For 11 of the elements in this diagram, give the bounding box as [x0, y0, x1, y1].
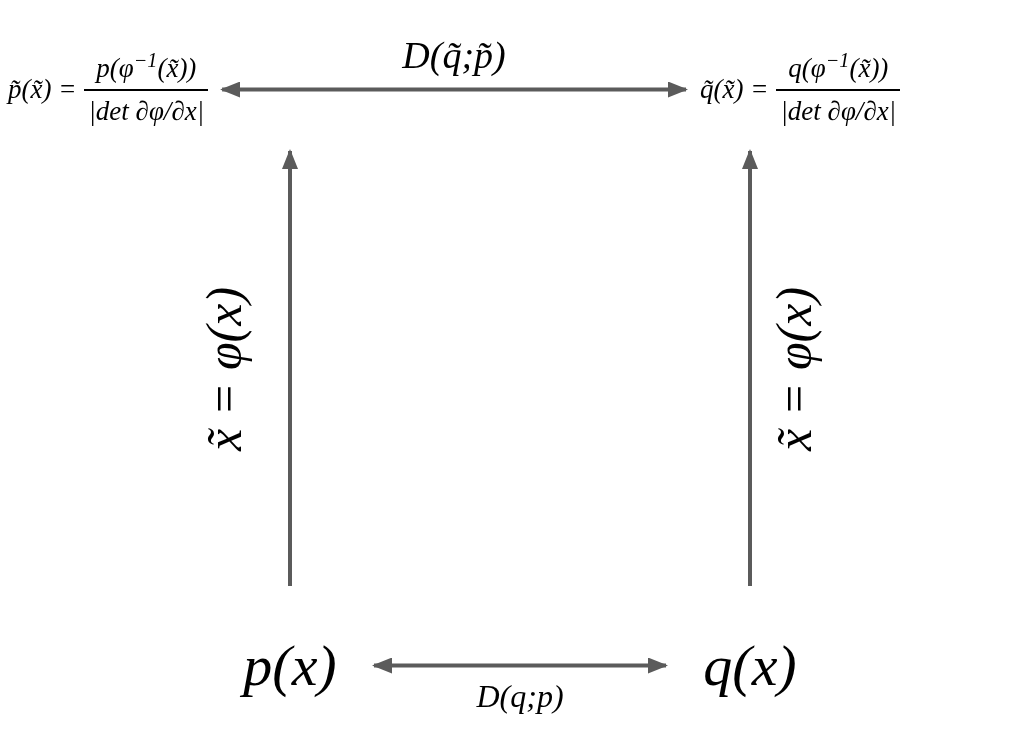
- arrow: [220, 81, 688, 98]
- arrow: [282, 149, 298, 586]
- arrow: [742, 149, 758, 586]
- math-label: q(x): [703, 632, 797, 700]
- numerator: q(φ$^{−1}$(x̃)): [787, 48, 890, 85]
- formula-lhs: p̃(x̃) =: [8, 73, 77, 107]
- numerator: p(φ$^{−1}$(x̃)): [93, 48, 198, 85]
- denominator: |det ∂φ/∂x|: [87, 94, 206, 128]
- formula-lhs: q̃(x̃) =: [700, 73, 769, 107]
- arrow: [372, 657, 668, 674]
- denominator: |det ∂φ/∂x|: [779, 94, 898, 128]
